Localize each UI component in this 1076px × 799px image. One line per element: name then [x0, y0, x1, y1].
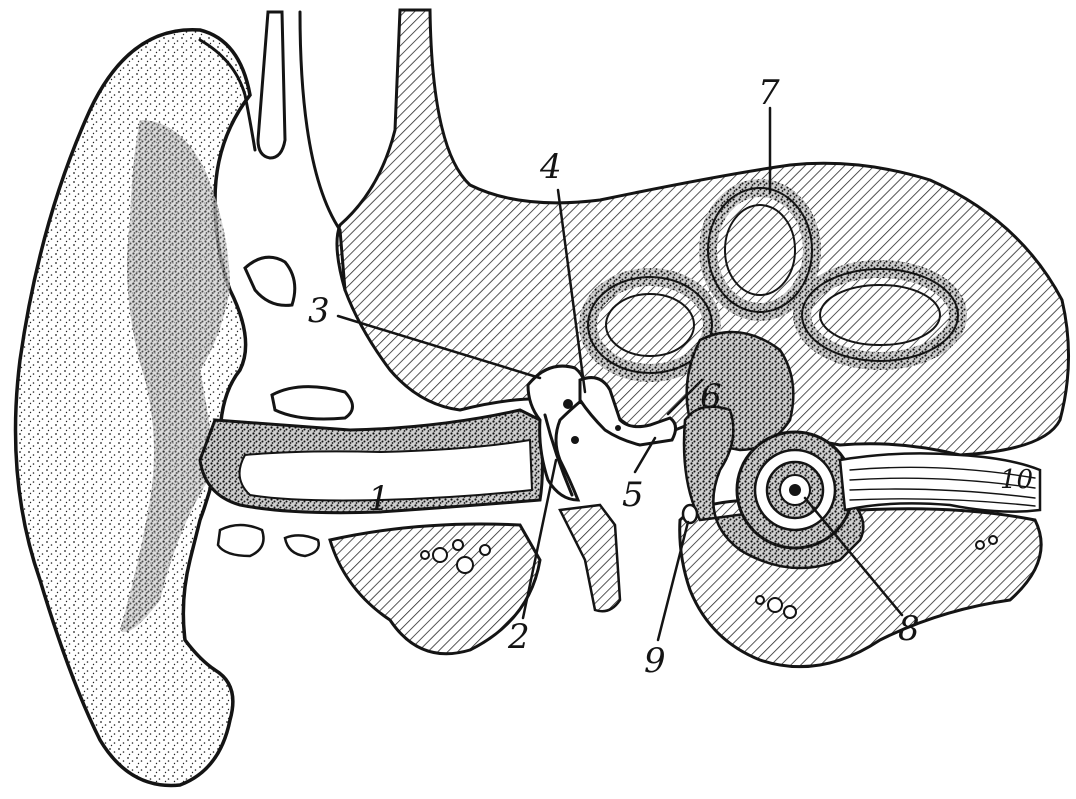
label-2: 2: [507, 617, 530, 657]
middle-bone-column: [560, 505, 620, 611]
auricle: [16, 30, 251, 786]
round-window: [683, 505, 697, 523]
cartilage-island-3: [218, 525, 264, 556]
cartilage-island-1: [245, 257, 295, 305]
cartilage-island-2: [272, 387, 353, 419]
label-8: 8: [898, 609, 920, 649]
leader-9: [658, 522, 688, 640]
label-9: 9: [644, 641, 666, 681]
upper-duct: [258, 12, 285, 158]
label-6: 6: [700, 377, 722, 417]
label-1: 1: [368, 479, 390, 519]
label-10: 10: [1000, 465, 1033, 495]
cartilage-island-4: [285, 535, 319, 556]
label-4: 4: [539, 147, 562, 187]
label-3: 3: [308, 291, 330, 331]
label-5: 5: [622, 475, 644, 515]
label-7: 7: [758, 73, 780, 113]
